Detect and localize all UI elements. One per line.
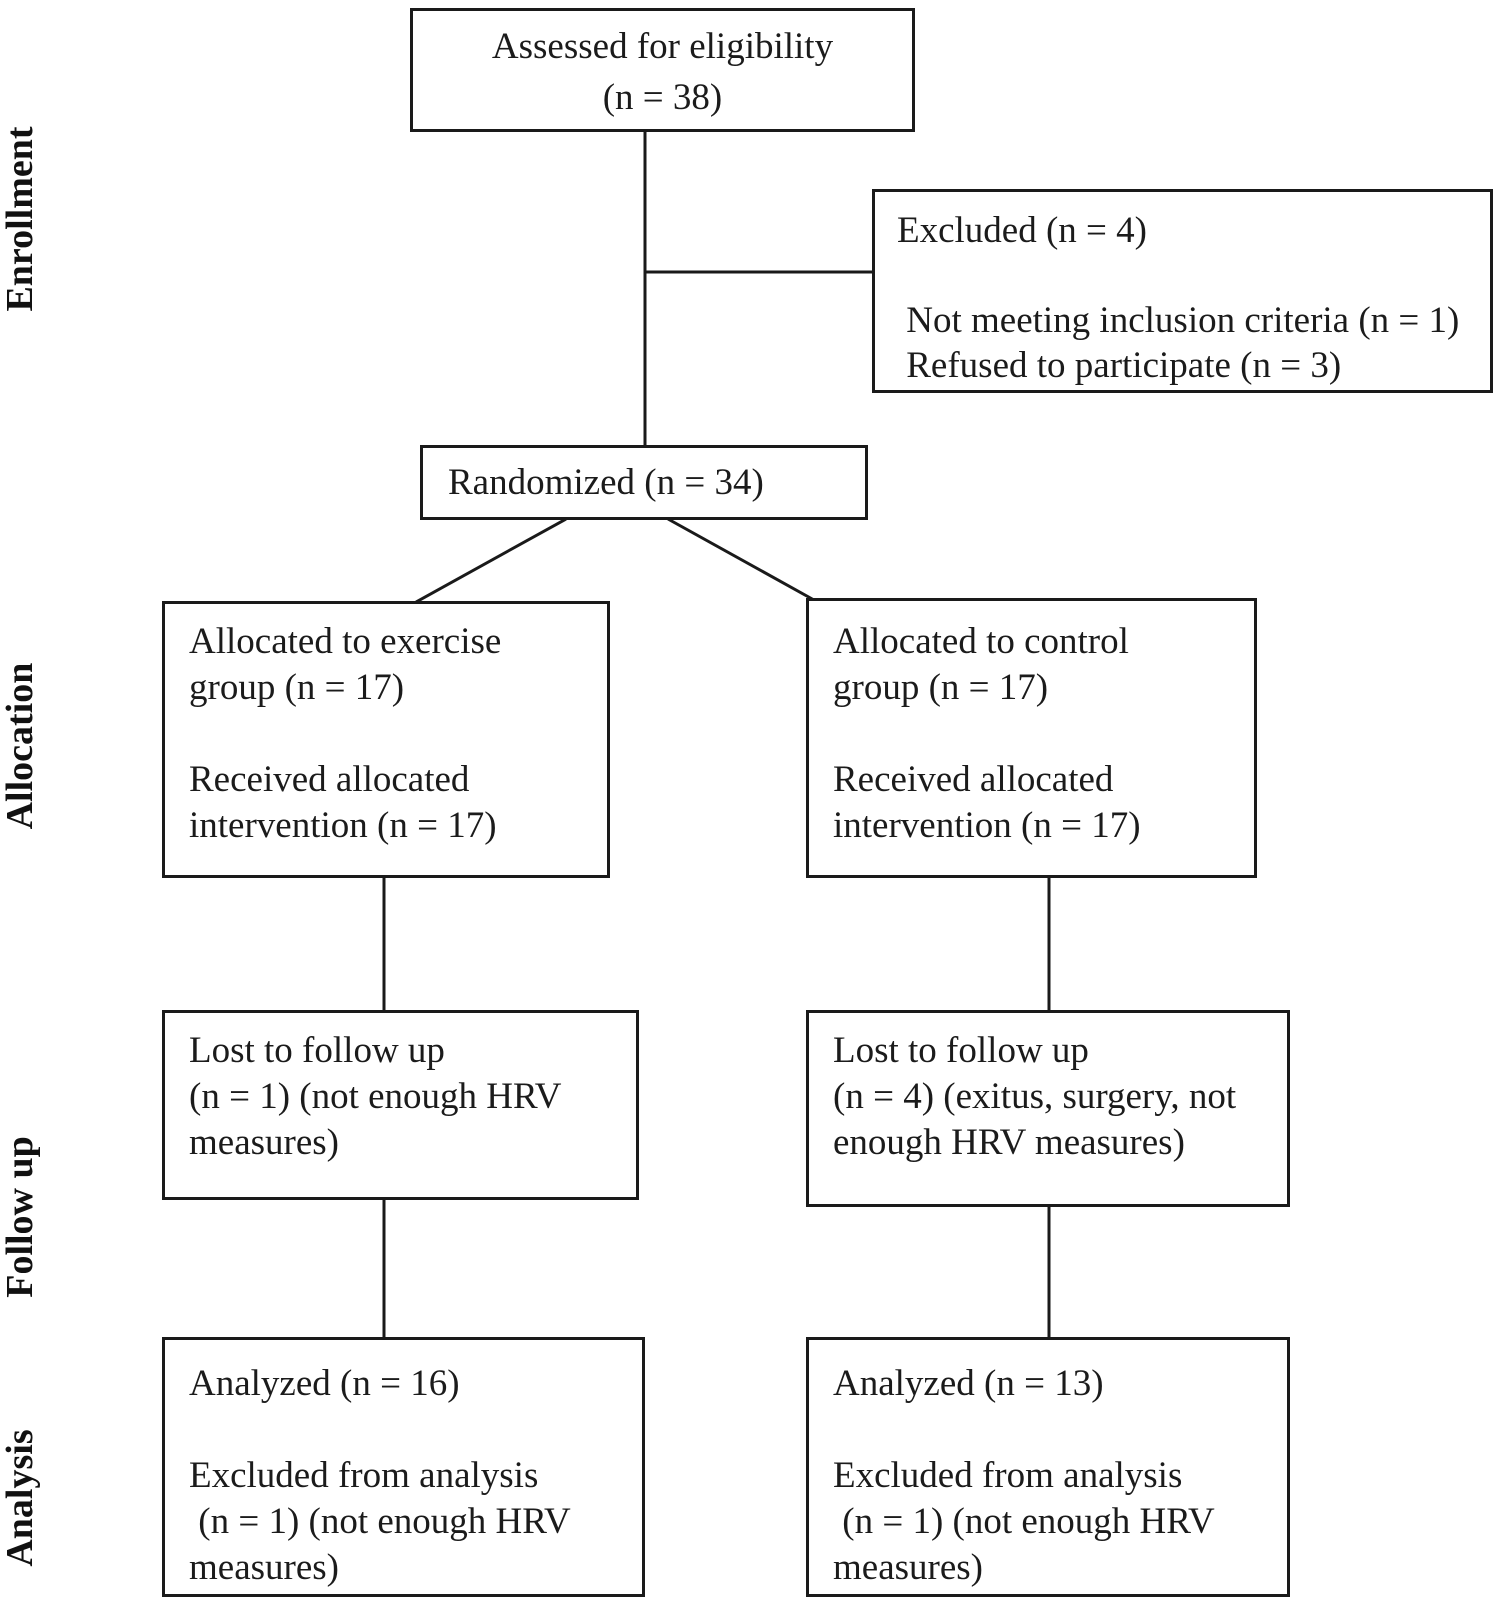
box-text-line: Not meeting inclusion criteria (n = 1) (897, 300, 1460, 341)
box-text-line: Excluded from analysis (189, 1455, 539, 1496)
box-text-line (833, 711, 1254, 757)
box-text-line: Analyzed (n = 13) (833, 1363, 1104, 1404)
box-text-line: enough HRV measures) (833, 1122, 1185, 1163)
box-text-line: Randomized (n = 34) (448, 462, 764, 503)
box-text-line (189, 1407, 642, 1453)
box-text-line: group (n = 17) (833, 667, 1049, 708)
box-text-line: Assessed for eligibility (491, 26, 834, 67)
box-text-line: (n = 1) (not enough HRV (189, 1501, 571, 1542)
allocated-exercise-group-box: Allocated to exercise group (n = 17) Rec… (162, 601, 610, 878)
box-text-line: measures) (833, 1547, 983, 1588)
allocated-control-group-box: Allocated to control group (n = 17) Rece… (806, 598, 1257, 878)
assessed-for-eligibility-box: Assessed for eligibility (n = 38) (410, 8, 915, 132)
excluded-box: Excluded (n = 4) Not meeting inclusion c… (872, 189, 1493, 393)
box-text-line: (n = 4) (exitus, surgery, not (833, 1076, 1237, 1117)
box-text-line: Excluded from analysis (833, 1455, 1183, 1496)
box-text-line: Received allocated (833, 759, 1114, 800)
box-text-line: Received allocated (189, 759, 470, 800)
stage-label-follow-up: Follow up (0, 1136, 41, 1298)
lost-to-follow-up-exercise-box: Lost to follow up (n = 1) (not enough HR… (162, 1010, 639, 1200)
analyzed-exercise-box: Analyzed (n = 16) Excluded from analysis… (162, 1337, 645, 1597)
analyzed-control-box: Analyzed (n = 13) Excluded from analysis… (806, 1337, 1290, 1597)
box-text-line: intervention (n = 17) (189, 805, 497, 846)
connector-randomized-to-exercise (415, 517, 567, 604)
box-text-line: intervention (n = 17) (833, 805, 1141, 846)
box-text-line: Analyzed (n = 16) (189, 1363, 460, 1404)
stage-label-enrollment: Enrollment (0, 126, 41, 312)
box-text-line: Allocated to control (833, 621, 1129, 662)
box-text-line: (n = 1) (not enough HRV (833, 1501, 1215, 1542)
box-text-line: Excluded (n = 4) (897, 210, 1147, 251)
box-text-line: (n = 1) (not enough HRV (189, 1076, 562, 1117)
connector-randomized-to-control (667, 517, 815, 602)
box-text-line: group (n = 17) (189, 667, 405, 708)
box-text-line: measures) (189, 1547, 339, 1588)
box-text-line (897, 253, 1482, 298)
randomized-box: Randomized (n = 34) (420, 445, 868, 520)
box-text-line: Refused to participate (n = 3) (897, 345, 1342, 386)
box-text-line: Lost to follow up (189, 1030, 445, 1071)
box-text-line (833, 1407, 1287, 1453)
box-text-line (189, 711, 607, 757)
box-text-line: measures) (189, 1122, 339, 1163)
stage-label-allocation: Allocation (0, 662, 41, 830)
box-text-line: (n = 38) (602, 77, 723, 118)
lost-to-follow-up-control-box: Lost to follow up (n = 4) (exitus, surge… (806, 1010, 1290, 1207)
box-text-line: Lost to follow up (833, 1030, 1089, 1071)
box-text-line: Allocated to exercise (189, 621, 502, 662)
stage-label-analysis: Analysis (0, 1429, 41, 1567)
